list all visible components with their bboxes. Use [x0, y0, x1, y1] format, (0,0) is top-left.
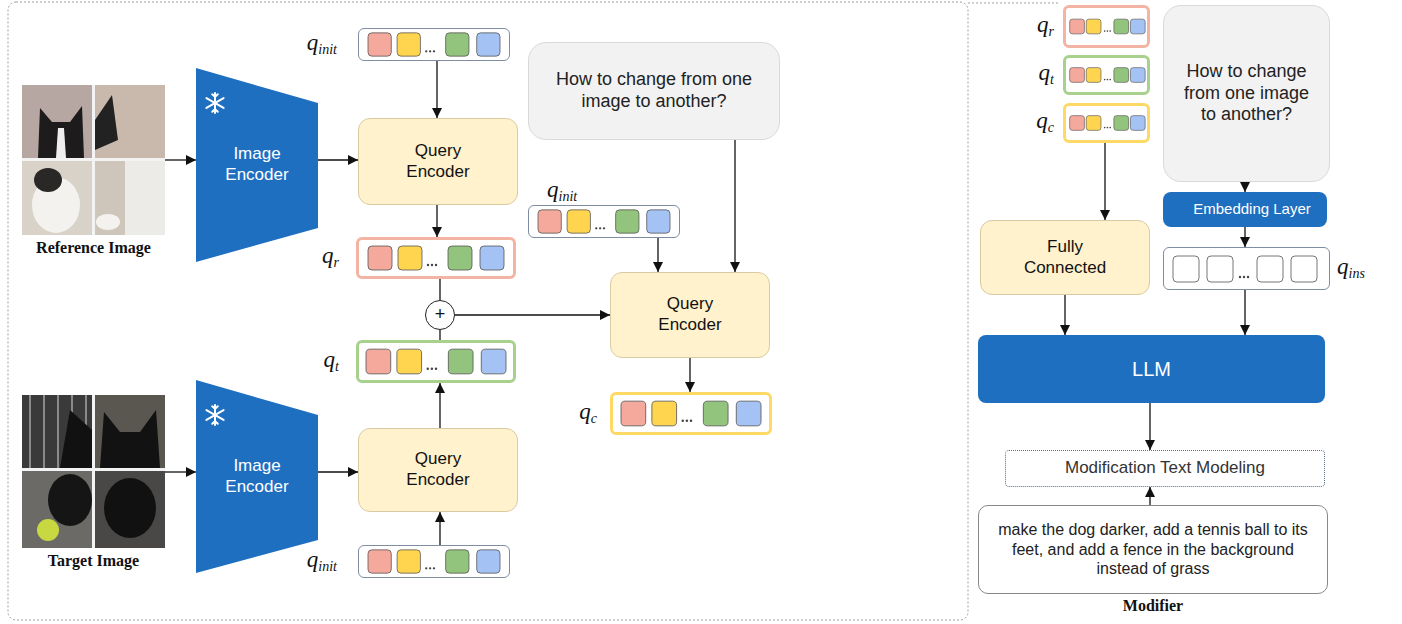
token-box: qinit: [528, 205, 680, 238]
sum-circle: +: [425, 300, 455, 330]
flow-arrow: [1064, 295, 1065, 335]
encoder-block: Image Encoder: [196, 68, 318, 262]
token-box: qc: [610, 392, 772, 435]
symbol-label: qt: [1039, 61, 1054, 87]
flow-arrow: [1244, 290, 1245, 335]
symbol-label: qinit: [307, 547, 337, 573]
flow-arrow: [439, 330, 440, 340]
flow-arrow: [439, 383, 440, 428]
token-box: qr: [1063, 5, 1150, 48]
flow-arrow: [734, 140, 735, 272]
flow-arrow: [439, 512, 440, 545]
symbol-label: qinit: [307, 30, 337, 56]
query-encoder: Query Encoder: [358, 118, 518, 205]
text-box: make the dog darker, add a tennis ball t…: [978, 505, 1328, 594]
flow-arrow: [657, 238, 658, 272]
flow-arrow: [436, 205, 437, 237]
flow-arrow: [1104, 143, 1105, 220]
box-text: How to change from one image to another?: [1177, 61, 1317, 127]
token-box: qt: [1063, 55, 1150, 95]
token-box: qt: [356, 340, 516, 383]
symbol-label: qinit: [547, 178, 577, 204]
box-text: Image Encoder: [216, 456, 298, 497]
flow-arrow: [1149, 487, 1150, 505]
flow-arrow: [455, 314, 610, 315]
box-text: +: [435, 304, 446, 326]
embedding-layer: Embedding Layer: [1163, 192, 1327, 227]
flow-arrow: [318, 471, 358, 472]
flow-arrow: [1244, 182, 1245, 192]
symbol-label: qr: [322, 244, 339, 270]
flow-arrow: [689, 358, 690, 392]
query-encoder: Query Encoder: [610, 272, 770, 358]
symbol-label: qc: [579, 399, 597, 425]
flow-arrow: [1149, 403, 1150, 450]
box-text: Query Encoder: [388, 449, 488, 490]
token-box: qinit: [358, 28, 510, 61]
fc-layer: Fully Connected: [980, 220, 1150, 295]
instruction-box: How to change from one image to another?: [528, 42, 780, 140]
flow-arrow: [318, 159, 358, 160]
token-box: qinit: [358, 545, 510, 578]
box-text: How to change from one image to another?: [540, 69, 768, 113]
box-text: make the dog darker, add a tennis ball t…: [998, 520, 1308, 579]
flow-arrow: [436, 61, 437, 118]
flow-arrow: [1244, 227, 1245, 247]
flow-arrow: [165, 471, 196, 472]
encoder-block: Image Encoder: [196, 380, 318, 573]
caption-label: Reference Image: [36, 239, 151, 257]
image-panel: Reference Image: [22, 85, 165, 235]
box-text: Fully Connected: [1010, 237, 1120, 278]
caption-label: Modifier: [1123, 597, 1183, 615]
box-text: Modification Text Modeling: [1065, 458, 1265, 479]
box-text: Query Encoder: [388, 141, 488, 182]
box-text: Embedding Layer: [1193, 200, 1311, 218]
flow-arrow: [439, 279, 440, 300]
symbol-label: qins: [1337, 254, 1365, 280]
output-box: Modification Text Modeling: [1005, 450, 1325, 487]
token-box: qins: [1163, 247, 1330, 290]
image-panel: Target Image: [22, 395, 165, 548]
token-box: qc: [1063, 103, 1150, 143]
symbol-label: qr: [1037, 12, 1054, 38]
box-text: Image Encoder: [216, 144, 298, 185]
instruction-box: How to change from one image to another?: [1163, 5, 1330, 182]
caption-label: Target Image: [48, 552, 139, 570]
box-text: Query Encoder: [640, 294, 740, 335]
flow-arrow: [165, 159, 196, 160]
token-box: qr: [356, 237, 516, 279]
llm-block: LLM: [978, 335, 1325, 403]
symbol-label: qt: [324, 347, 339, 373]
box-text: LLM: [1132, 357, 1171, 381]
query-encoder: Query Encoder: [358, 428, 518, 512]
symbol-label: qc: [1036, 109, 1054, 135]
